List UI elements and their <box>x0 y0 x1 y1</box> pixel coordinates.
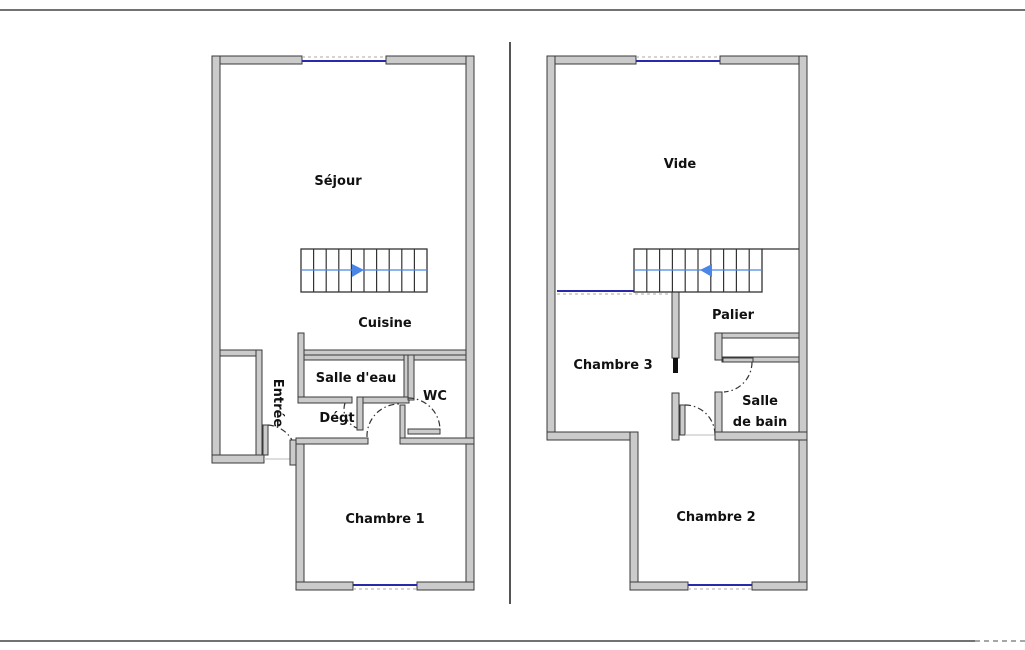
room-label-degt: Dégt <box>319 411 354 426</box>
room-label-entree: Entrée <box>270 379 285 428</box>
room-label-palier: Palier <box>712 308 755 323</box>
bedroom1-door-swing <box>366 403 401 438</box>
room-label-chambre-2: Chambre 2 <box>676 510 755 525</box>
room-label-salle-de-bain: Salle <box>742 394 778 409</box>
staircase <box>633 248 763 293</box>
stair-arrow-icon <box>352 264 364 277</box>
stair-arrow-icon <box>700 264 712 277</box>
door-leaf <box>262 424 269 456</box>
upper-floor-plan: Vide Palier Chambre 3 Salle de bain Cham… <box>546 55 808 591</box>
room-label-wc: WC <box>423 389 447 404</box>
room-label-sejour: Séjour <box>314 174 362 189</box>
ground-floor-plan: Séjour Cuisine Entrée Salle d'eau Dégt W… <box>211 55 475 591</box>
room-label-chambre-3: Chambre 3 <box>573 358 652 373</box>
room-label-salle-de-bain-2: de bain <box>733 415 787 430</box>
room-label-cuisine: Cuisine <box>358 316 412 331</box>
room-label-chambre-1: Chambre 1 <box>345 512 424 527</box>
room-label-vide: Vide <box>664 157 697 172</box>
wc-door-swing <box>407 397 441 431</box>
staircase <box>300 248 428 293</box>
room-label-salle-deau: Salle d'eau <box>316 371 397 386</box>
bedroom3-door-swing <box>684 404 716 436</box>
bathroom-door-swing <box>723 361 753 393</box>
